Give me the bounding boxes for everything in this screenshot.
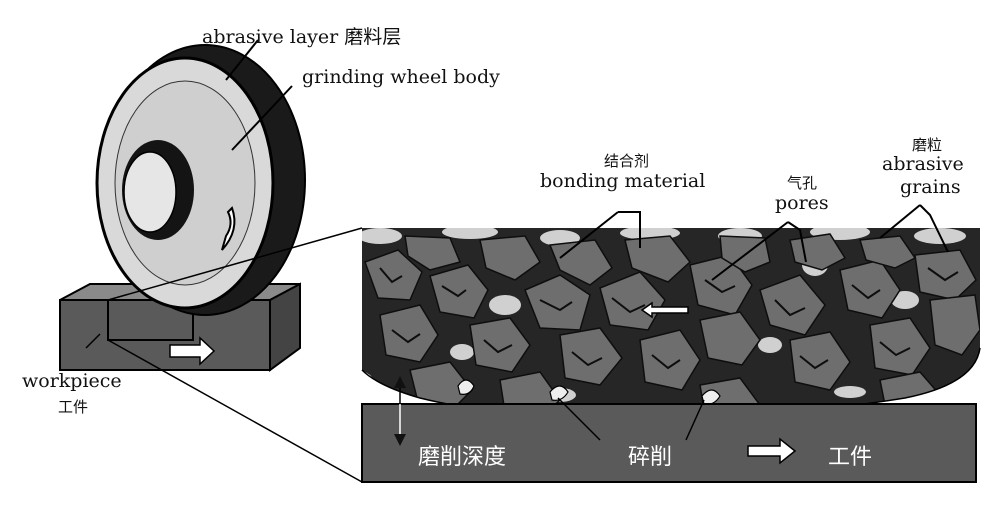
label-pores-cn: 气孔 xyxy=(787,174,818,192)
label-workpiece-cn: 工件 xyxy=(58,398,89,416)
grain-motion-arrow-icon xyxy=(640,301,689,319)
label-wheel-body: grinding wheel body xyxy=(302,66,500,88)
rotation-arrow-icon xyxy=(221,206,236,251)
workpiece-feed-arrow-icon xyxy=(747,437,797,465)
workpiece-bar xyxy=(361,403,977,483)
chip-icons xyxy=(457,379,721,405)
label-grains-cn: 磨粒 xyxy=(912,136,943,154)
feed-arrow-icon xyxy=(169,336,216,366)
label-workpiece-en: workpiece xyxy=(22,370,122,392)
label-grains-en-2: grains xyxy=(900,176,961,198)
label-grains-en-1: abrasive xyxy=(882,153,964,175)
label-chips: 碎削 xyxy=(628,445,673,470)
label-pores-en: pores xyxy=(775,192,829,214)
magnified-section xyxy=(361,228,981,483)
label-abrasive-layer: abrasive layer 磨料层 xyxy=(202,26,402,48)
label-grinding-depth: 磨削深度 xyxy=(418,445,507,470)
label-bonding-en: bonding material xyxy=(540,170,706,192)
zoom-region-box xyxy=(107,299,194,341)
label-workpiece-bar: 工件 xyxy=(828,445,873,470)
label-bonding-cn: 结合剂 xyxy=(604,152,650,170)
grinding-wheel xyxy=(95,44,306,316)
